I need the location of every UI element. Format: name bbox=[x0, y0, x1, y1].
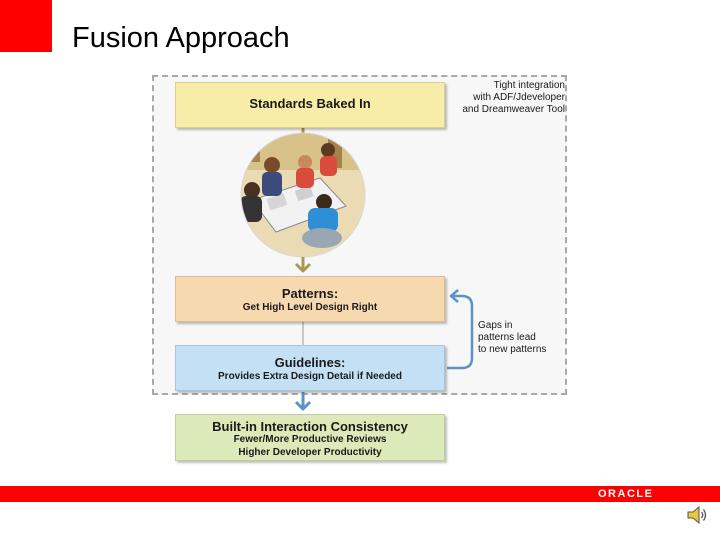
standards-label: Standards Baked In bbox=[176, 96, 444, 111]
consistency-box: Built-in Interaction Consistency Fewer/M… bbox=[175, 414, 445, 461]
guidelines-label: Guidelines: bbox=[176, 355, 444, 370]
integration-note-line: and Dreamweaver Tool bbox=[447, 104, 565, 116]
guidelines-box: Guidelines: Provides Extra Design Detail… bbox=[175, 345, 445, 391]
integration-note-line: with ADF/Jdeveloper bbox=[447, 92, 565, 104]
consistency-label: Built-in Interaction Consistency bbox=[176, 419, 444, 434]
guidelines-sublabel: Provides Extra Design Detail if Needed bbox=[176, 371, 444, 382]
consistency-sublabel-productivity: Higher Developer Productivity bbox=[176, 447, 444, 458]
team-meeting-illustration bbox=[236, 130, 376, 257]
gaps-note-line: Gaps in bbox=[478, 320, 566, 332]
gaps-note: Gaps in patterns lead to new patterns bbox=[478, 320, 566, 356]
integration-note-line: Tight integration bbox=[447, 80, 565, 92]
feedback-loop-arrow bbox=[447, 290, 472, 368]
integration-note: Tight integration with ADF/Jdeveloper an… bbox=[447, 80, 565, 116]
patterns-sublabel: Get High Level Design Right bbox=[176, 302, 444, 313]
gaps-note-line: to new patterns bbox=[478, 344, 566, 356]
arrow-illustration-to-patterns bbox=[296, 257, 310, 271]
consistency-sublabel-reviews: Fewer/More Productive Reviews bbox=[176, 434, 444, 445]
oracle-logo: ORACLE bbox=[598, 487, 653, 501]
patterns-label: Patterns: bbox=[176, 286, 444, 301]
standards-box: Standards Baked In bbox=[175, 82, 445, 128]
gaps-note-line: patterns lead bbox=[478, 332, 566, 344]
arrow-guidelines-to-consistency bbox=[296, 392, 310, 409]
patterns-box: Patterns: Get High Level Design Right bbox=[175, 276, 445, 322]
speaker-icon[interactable] bbox=[686, 504, 708, 526]
